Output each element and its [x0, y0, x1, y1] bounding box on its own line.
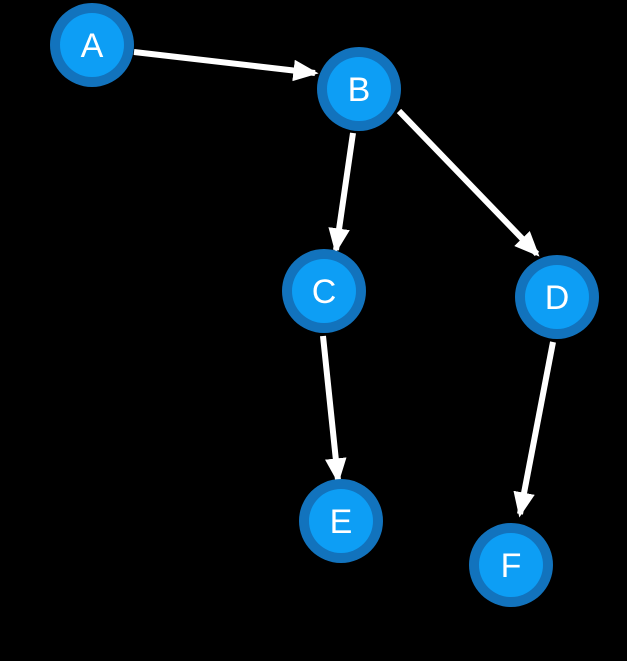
graph-node-b[interactable]: B [317, 47, 401, 131]
node-label: A [81, 27, 104, 65]
node-label: B [348, 71, 371, 109]
graph-edge-b-d[interactable] [396, 108, 540, 257]
node-layer: A B C D E F [50, 3, 599, 607]
graph-node-e[interactable]: E [299, 479, 383, 563]
graph-edge-a-b[interactable] [133, 49, 319, 82]
edge-layer [133, 49, 556, 518]
graph-edge-d-f[interactable] [513, 341, 556, 518]
graph-node-a[interactable]: A [50, 3, 134, 87]
graph-node-d[interactable]: D [515, 255, 599, 339]
node-fill [525, 265, 589, 329]
node-label: E [330, 503, 353, 541]
node-label: C [312, 273, 337, 311]
node-fill [327, 57, 391, 121]
node-label: F [501, 547, 522, 585]
graph-edge-c-e[interactable] [320, 335, 347, 484]
graph-node-c[interactable]: C [282, 249, 366, 333]
node-fill [60, 13, 124, 77]
graph-edge-b-c[interactable] [328, 132, 356, 254]
graph-node-f[interactable]: F [469, 523, 553, 607]
node-fill [479, 533, 543, 597]
node-fill [309, 489, 373, 553]
node-label: D [545, 279, 570, 317]
node-fill [292, 259, 356, 323]
